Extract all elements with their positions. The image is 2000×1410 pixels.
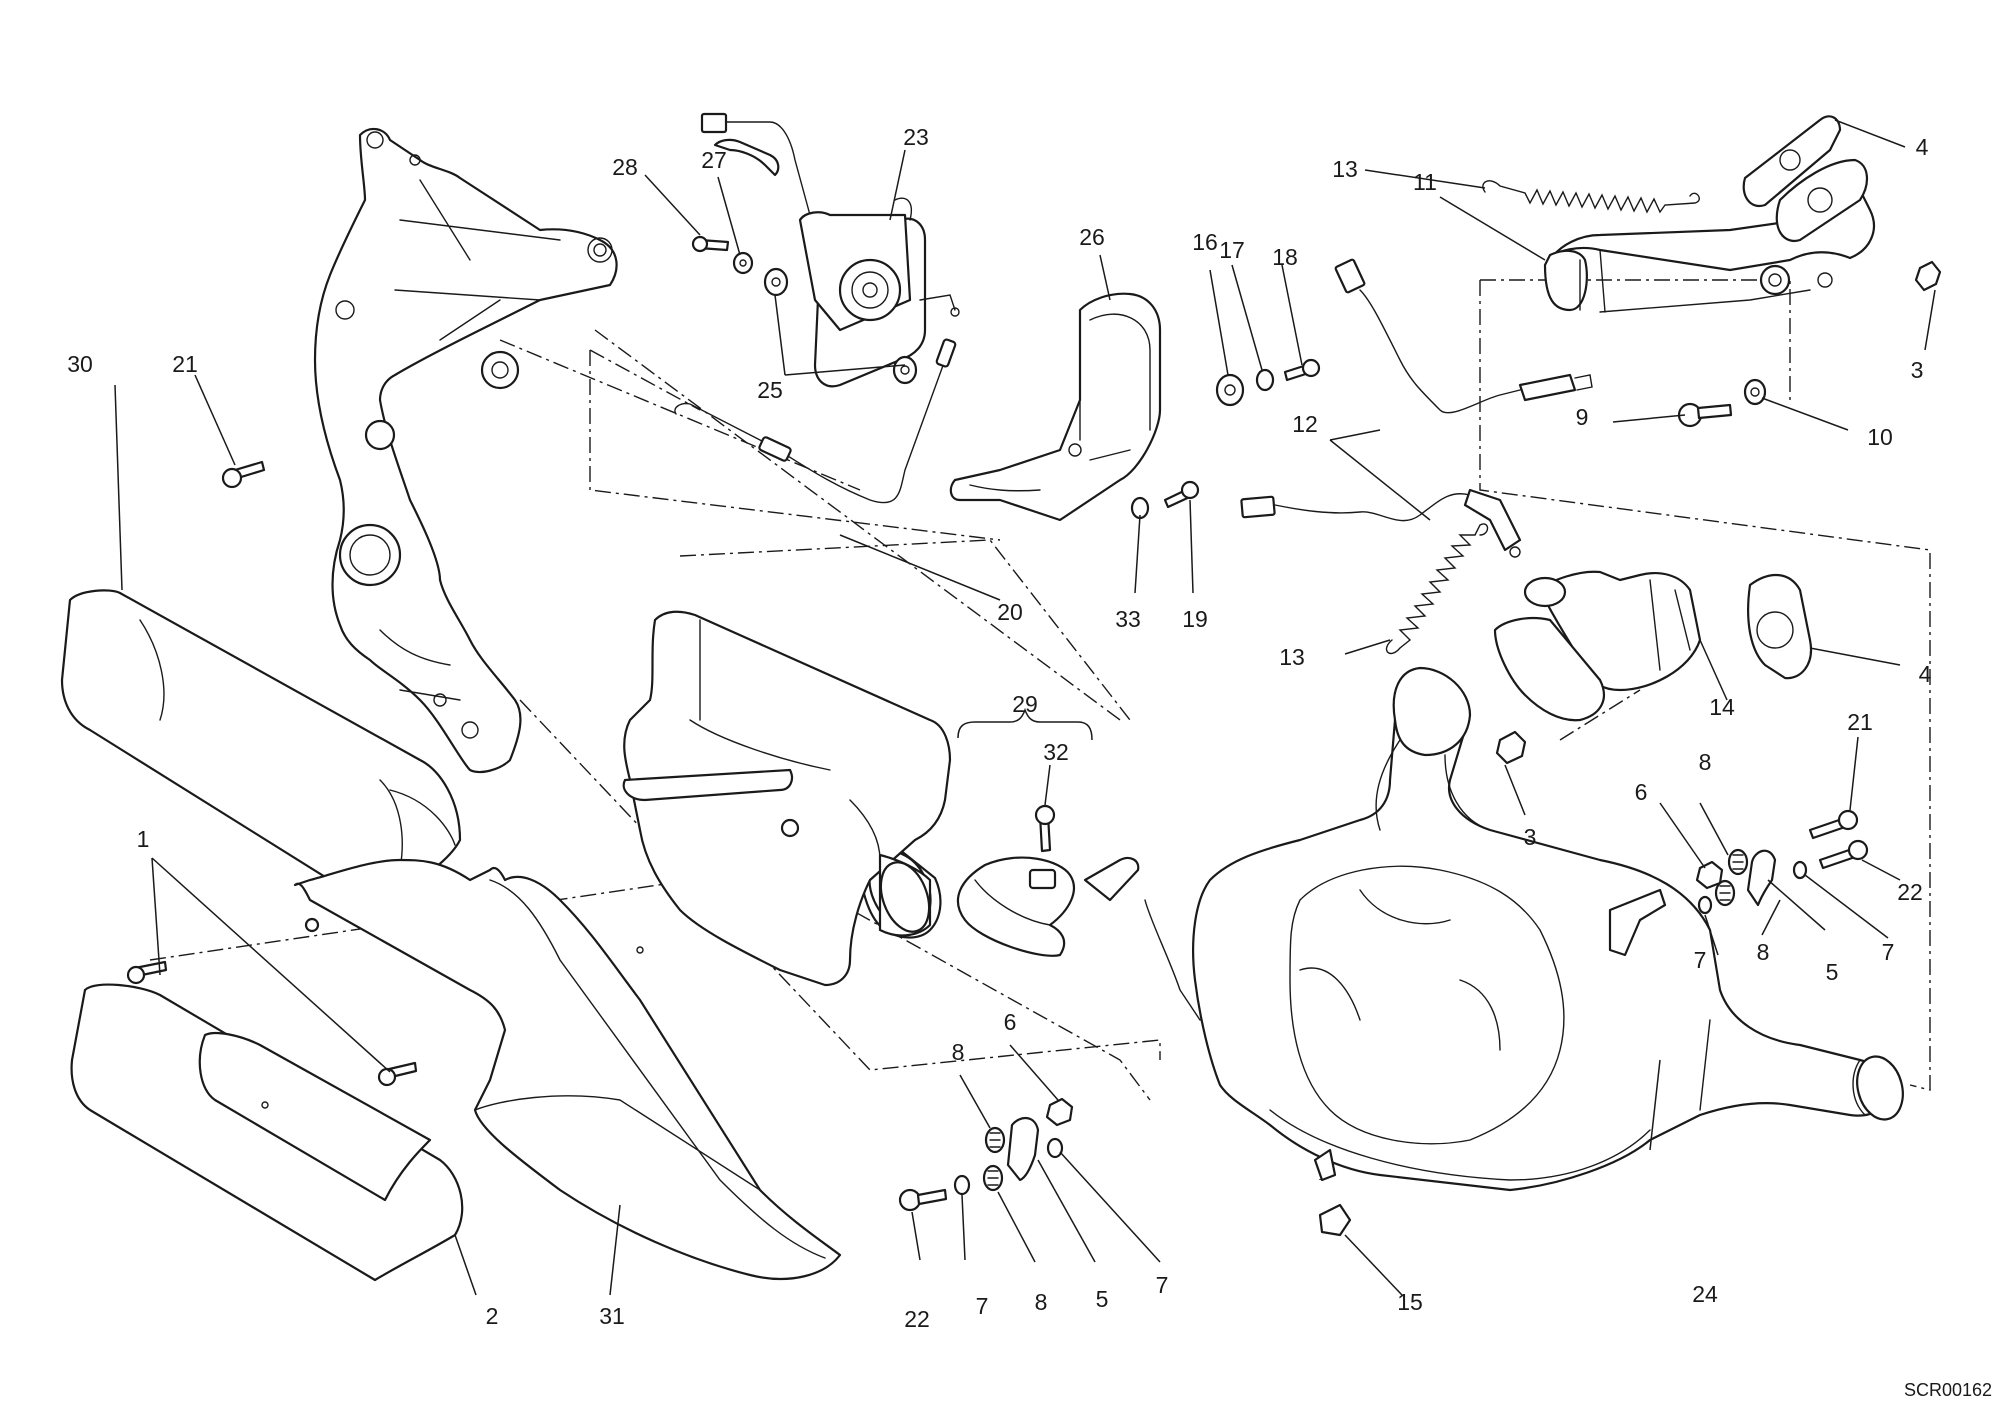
callout-8-right-upper: 8 — [1699, 749, 1712, 775]
callout-13-upper: 13 — [1332, 156, 1358, 182]
frame-bracket — [313, 127, 618, 774]
callout-8-right-lower: 8 — [1757, 939, 1770, 965]
part-13-spring-upper — [1482, 180, 1700, 214]
callout-25: 25 — [757, 377, 783, 403]
part-24-silencer — [1083, 666, 1904, 1192]
part-8-grommet-right-lower — [1714, 879, 1736, 907]
part-5-bracket-right — [1746, 849, 1777, 907]
part-8-grommet-bottom-upper — [984, 1126, 1006, 1154]
callout-20: 20 — [997, 599, 1023, 625]
callout-4-upper: 4 — [1916, 134, 1929, 160]
callout-23: 23 — [903, 124, 929, 150]
callout-27: 27 — [701, 147, 727, 173]
part-6-nut-bottom — [1045, 1097, 1074, 1127]
callout-18: 18 — [1272, 244, 1298, 270]
part-3-nut-upper — [1914, 260, 1942, 292]
callout-22-bottom: 22 — [904, 1306, 930, 1332]
callout-6-right: 6 — [1635, 779, 1648, 805]
part-11-header-pipe — [1543, 163, 1875, 313]
callout-labels: 30 21 1 2 31 28 27 23 25 20 26 16 17 18 … — [67, 124, 1992, 1400]
part-4-gasket-lower — [1747, 573, 1813, 680]
part-5-bracket-bottom — [1006, 1117, 1040, 1182]
callout-3-upper: 3 — [1911, 357, 1924, 383]
part-26-servo-cover — [949, 292, 1162, 522]
callout-12: 12 — [1292, 411, 1318, 437]
part-1-bolts — [126, 960, 418, 1087]
part-23-servo-actuator — [700, 112, 960, 388]
part-20-cable — [674, 338, 957, 504]
part-19-bolt — [1163, 480, 1200, 509]
callout-30: 30 — [67, 351, 93, 377]
part-32-bolt — [1034, 804, 1056, 853]
part-25-grommets — [763, 267, 918, 385]
callout-13-lower: 13 — [1279, 644, 1305, 670]
part-13-spring-lower — [1385, 523, 1489, 655]
callout-4-lower: 4 — [1919, 661, 1932, 687]
drawing-code: SCR00162 — [1904, 1380, 1992, 1400]
callout-22-right: 22 — [1897, 879, 1923, 905]
part-18-bolt — [1283, 358, 1321, 382]
callout-32: 32 — [1043, 739, 1069, 765]
part-21-bolt-right — [1808, 809, 1859, 840]
callout-1: 1 — [137, 826, 150, 852]
callout-2: 2 — [486, 1303, 499, 1329]
callout-21-left: 21 — [172, 351, 198, 377]
part-8-grommet-bottom-lower — [982, 1164, 1004, 1192]
callout-14: 14 — [1709, 694, 1735, 720]
part-29-clamp — [956, 707, 1093, 957]
callout-16: 16 — [1192, 229, 1218, 255]
part-17-washer — [1255, 368, 1275, 392]
callout-8-bottom-lower: 8 — [1035, 1289, 1048, 1315]
callout-7-right-upper: 7 — [1882, 939, 1895, 965]
part-14-lower-header — [1493, 570, 1702, 722]
callout-8-bottom-upper: 8 — [952, 1039, 965, 1065]
callout-17: 17 — [1219, 237, 1245, 263]
callout-19: 19 — [1182, 606, 1208, 632]
callout-11: 11 — [1413, 169, 1437, 195]
silencer-hanger-bracket — [1608, 888, 1667, 957]
part-15-clip — [1318, 1203, 1352, 1237]
part-12-lambda-sensor-lower — [1240, 488, 1522, 558]
callout-6-bottom: 6 — [1004, 1009, 1017, 1035]
callout-29: 29 — [1012, 691, 1038, 717]
callout-33: 33 — [1115, 606, 1141, 632]
part-7-washer-right — [1697, 860, 1808, 915]
callout-31: 31 — [599, 1303, 625, 1329]
part-10-washer — [1743, 378, 1767, 406]
callout-28: 28 — [612, 154, 638, 180]
callout-15: 15 — [1397, 1289, 1423, 1315]
part-2-lower-heat-guard — [70, 983, 464, 1282]
part-8-grommet-right-upper — [1727, 848, 1749, 876]
callout-5-bottom: 5 — [1096, 1286, 1109, 1312]
callout-10: 10 — [1867, 424, 1893, 450]
part-22-bolt-bottom — [898, 1188, 948, 1212]
part-4-gasket-upper — [1742, 115, 1868, 243]
part-12-lambda-sensor-upper — [1334, 258, 1593, 414]
part-9-bolt — [1677, 402, 1733, 428]
callout-5-right: 5 — [1826, 959, 1839, 985]
callout-26: 26 — [1079, 224, 1105, 250]
callout-7-bottom-left: 7 — [976, 1293, 989, 1319]
leader-lines — [114, 119, 1936, 1296]
callout-24: 24 — [1692, 1281, 1718, 1307]
part-3-nut-lower — [1495, 730, 1527, 765]
callout-21-right: 21 — [1847, 709, 1873, 735]
collector-box — [622, 610, 952, 987]
callout-3-lower: 3 — [1524, 824, 1537, 850]
callout-9: 9 — [1576, 404, 1589, 430]
part-22-bolt-right — [1818, 839, 1869, 870]
callout-7-bottom-right: 7 — [1156, 1272, 1169, 1298]
part-21-bolt-left — [221, 460, 266, 489]
part-16-grommet — [1215, 373, 1245, 407]
part-31-side-cover — [293, 858, 842, 1281]
part-27-washer — [732, 251, 754, 275]
callout-7-right-lower: 7 — [1694, 947, 1707, 973]
part-28-bolt — [691, 235, 730, 253]
part-7-washer-bottom — [953, 1137, 1064, 1196]
